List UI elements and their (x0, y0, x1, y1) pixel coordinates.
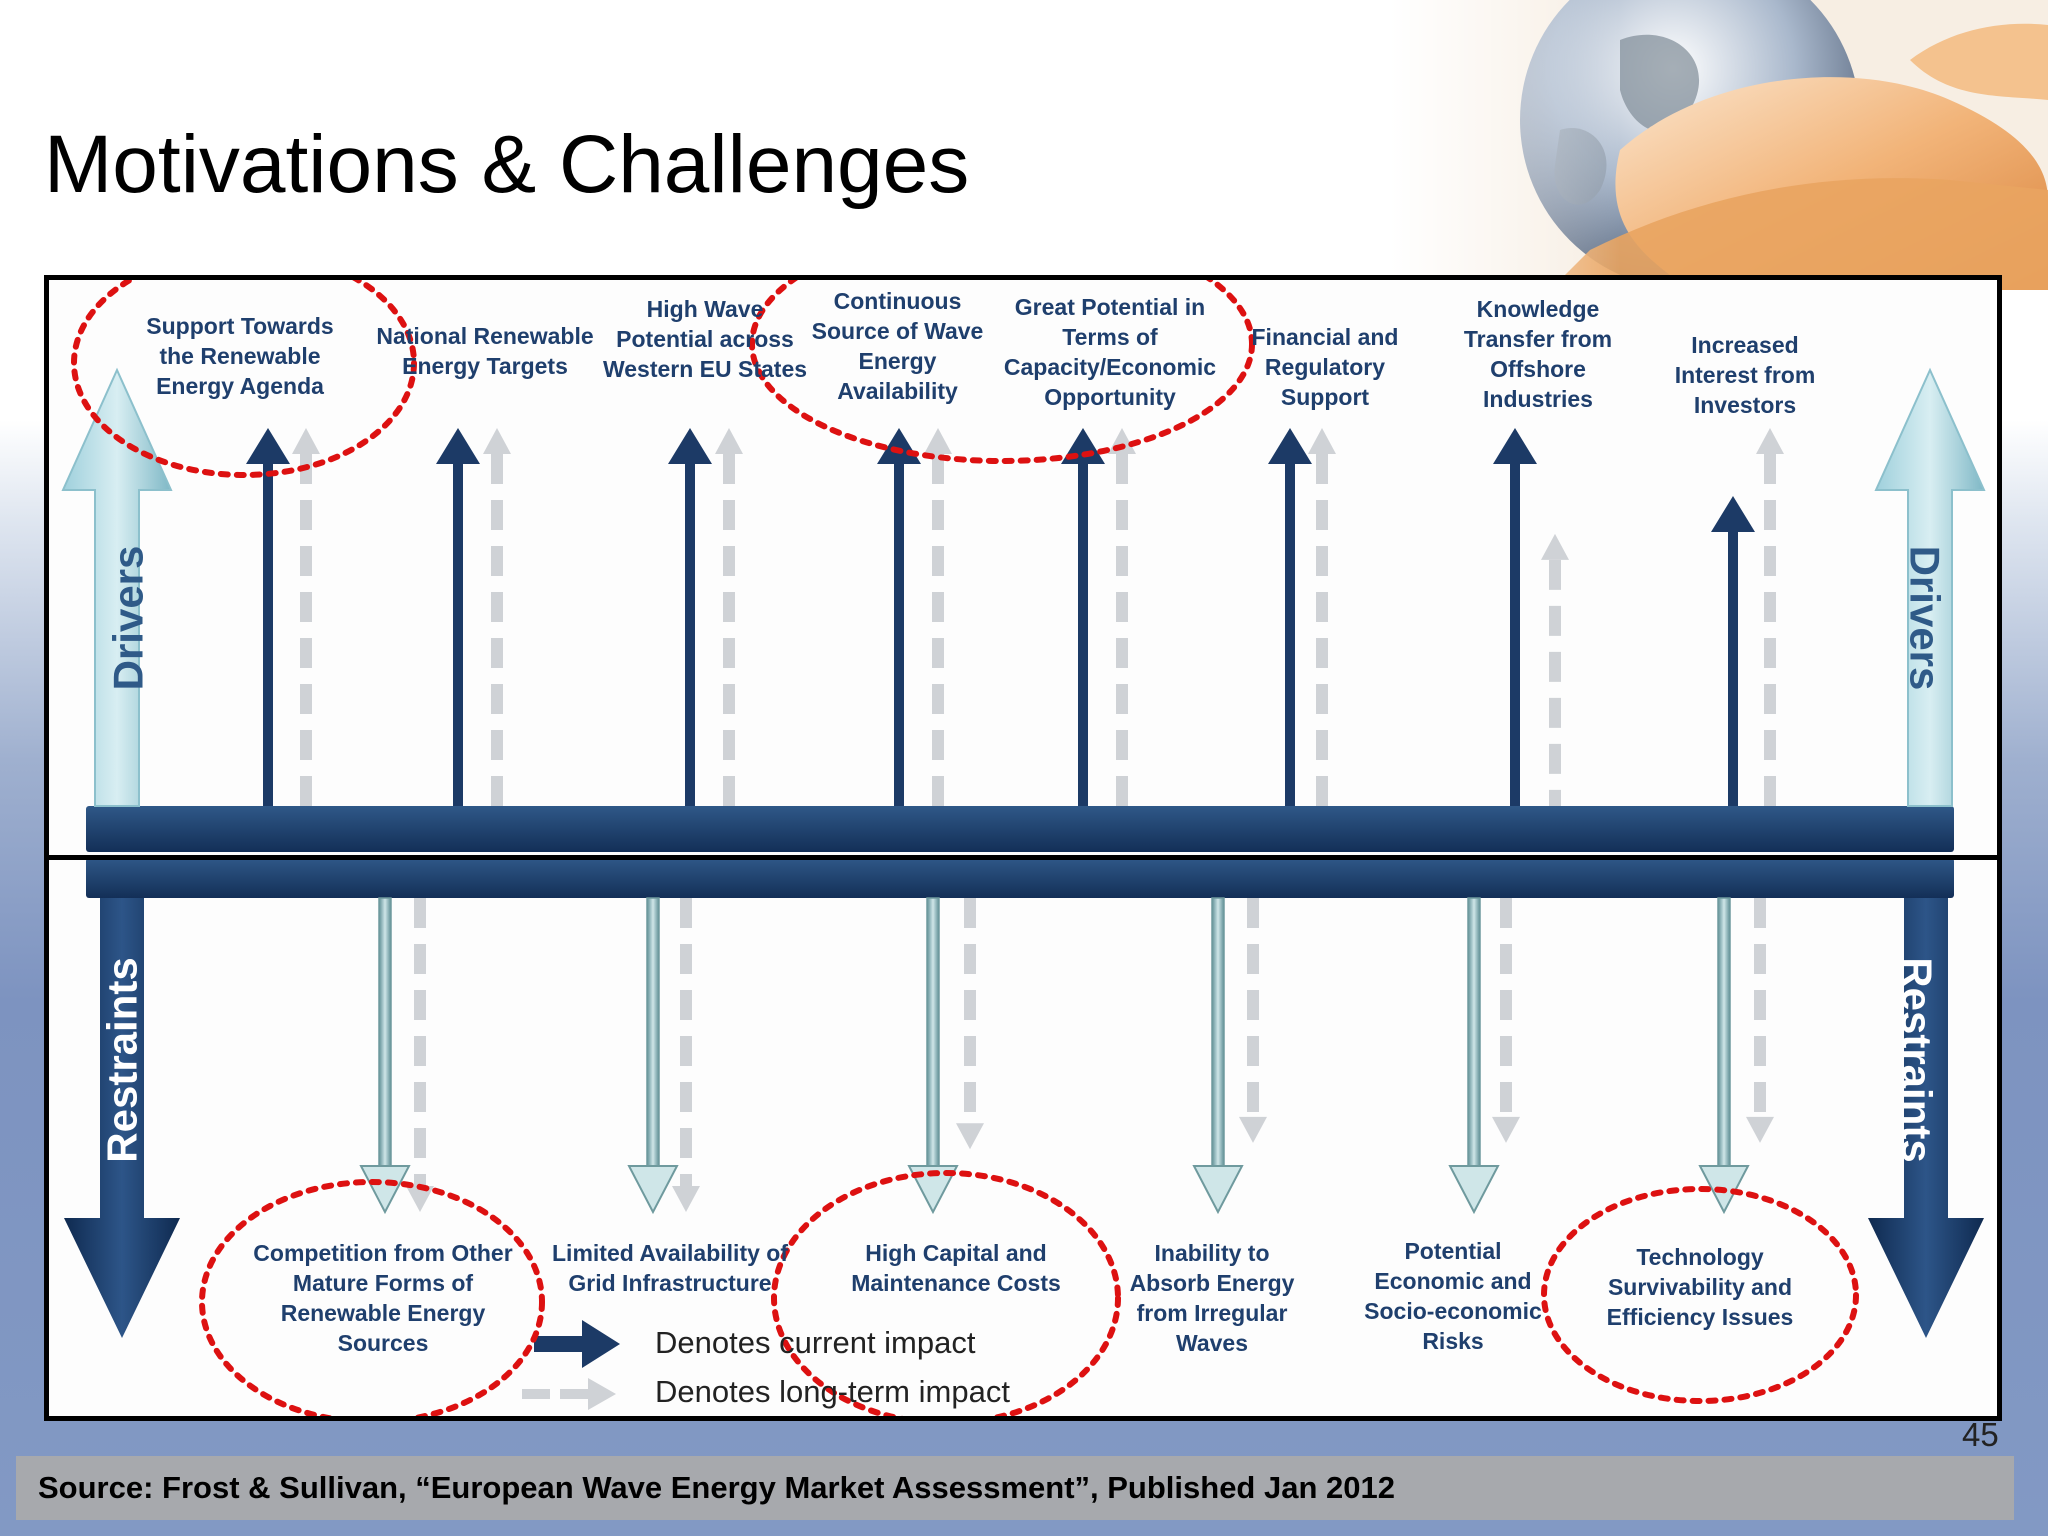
driver-current-arrow (1285, 458, 1295, 806)
restraint-current-arrow (1211, 897, 1225, 1169)
restraint-long-term-arrow-head (956, 1123, 984, 1150)
driver-long-term-arrow-head (924, 428, 952, 454)
restraint-current-arrow (378, 897, 392, 1169)
drivers-label-left: Drivers (104, 545, 152, 691)
highlight-circle (771, 1170, 1121, 1416)
driver-long-term-arrow-head (483, 428, 511, 454)
center-bar-upper (86, 806, 1954, 852)
drivers-big-arrow-left (61, 367, 173, 807)
highlight-circle (749, 280, 1255, 464)
driver-long-term-arrow-head (1541, 533, 1569, 560)
diagram-canvas (61, 280, 1986, 1416)
restraint-long-term-arrow-head (1492, 1116, 1520, 1143)
driver-label: Support Towards the Renewable Energy Age… (146, 313, 334, 399)
driver-current-arrow (894, 458, 904, 806)
driver-label: Financial and Regulatory Support (1251, 324, 1399, 410)
globe-hand-image (1390, 0, 2048, 290)
driver-label: Continuous Source of Wave Energy Availab… (811, 288, 984, 404)
driver-long-term-arrow-head (1756, 428, 1784, 454)
driver-current-arrow (685, 458, 695, 806)
restraint-current-arrow-head (359, 1165, 411, 1215)
driver-long-term-arrow-head (292, 428, 320, 454)
restraint-label: Technology Survivability and Efficiency … (1606, 1244, 1794, 1330)
legend-long-term-label: Denotes long-term impact (655, 1374, 1010, 1409)
source-bar: Source: Frost & Sullivan, “European Wave… (16, 1456, 2014, 1520)
restraint-label: Competition from Other Mature Forms of R… (253, 1240, 513, 1356)
driver-current-arrow-head (1711, 496, 1755, 533)
drivers-big-arrow-right (1874, 367, 1986, 807)
driver-long-term-arrow-head (715, 428, 743, 454)
source-citation: Source: Frost & Sullivan, “European Wave… (38, 1470, 1395, 1505)
driver-long-term-arrow-head (1308, 428, 1336, 454)
restraint-long-term-arrow-head (1239, 1116, 1267, 1143)
drivers-label-right: Drivers (1901, 545, 1949, 691)
restraint-current-arrow-head (1448, 1165, 1500, 1215)
legend-long-term-marker-head (588, 1378, 616, 1410)
restraints-label-left: Restraints (98, 957, 146, 1163)
restraint-label: Inability to Absorb Energy from Irregula… (1129, 1240, 1295, 1356)
restraint-long-term-arrow-head (406, 1186, 434, 1212)
driver-current-arrow (1078, 458, 1088, 806)
driver-current-arrow-head (246, 428, 290, 464)
page-number: 45 (1962, 1416, 1999, 1453)
restraint-current-arrow (926, 897, 940, 1169)
driver-current-arrow-head (1268, 428, 1312, 464)
slide-title: Motivations & Challenges (44, 119, 970, 210)
driver-current-arrow-head (436, 428, 480, 464)
restraint-label: High Capital and Maintenance Costs (851, 1240, 1061, 1296)
restraint-long-term-arrow-head (672, 1186, 700, 1212)
highlight-circle (199, 1179, 545, 1416)
restraint-current-arrow-head (1192, 1165, 1244, 1215)
driver-label: National Renewable Energy Targets (376, 323, 594, 379)
legend-current-label: Denotes current impact (655, 1325, 976, 1360)
driver-current-arrow (1728, 526, 1738, 806)
highlight-circle (71, 280, 417, 478)
restraints-big-arrow-right (1868, 898, 1984, 1338)
restraint-current-arrow (646, 897, 660, 1169)
restraint-current-arrow (1467, 897, 1481, 1169)
center-divider (44, 855, 2002, 860)
legend-current-marker-head (582, 1320, 620, 1368)
restraints-label-right: Restraints (1893, 957, 1941, 1163)
driver-label: Great Potential in Terms of Capacity/Eco… (1003, 294, 1217, 410)
driver-label: Increased Interest from Investors (1674, 332, 1816, 418)
driver-current-arrow-head (1493, 428, 1537, 464)
driver-label: High Wave Potential across Western EU St… (602, 296, 808, 382)
driver-current-arrow (1510, 458, 1520, 806)
restraints-big-arrow-left (64, 898, 180, 1338)
driver-label: Knowledge Transfer from Offshore Industr… (1463, 296, 1613, 412)
driver-current-arrow (263, 458, 273, 806)
driver-current-arrow (453, 458, 463, 806)
restraint-label: Potential Economic and Socio-economic Ri… (1364, 1238, 1542, 1354)
force-field-diagram (44, 275, 2002, 1421)
driver-current-arrow-head (668, 428, 712, 464)
center-bar-lower (86, 858, 1954, 898)
restraint-current-arrow (1717, 897, 1731, 1169)
restraint-long-term-arrow-head (1746, 1116, 1774, 1143)
restraint-label: Limited Availability of Grid Infrastruct… (552, 1240, 788, 1296)
legend-current-marker (534, 1336, 584, 1352)
highlight-circle (1541, 1186, 1859, 1404)
restraint-current-arrow-head (627, 1165, 679, 1215)
restraint-current-arrow-head (907, 1165, 959, 1215)
